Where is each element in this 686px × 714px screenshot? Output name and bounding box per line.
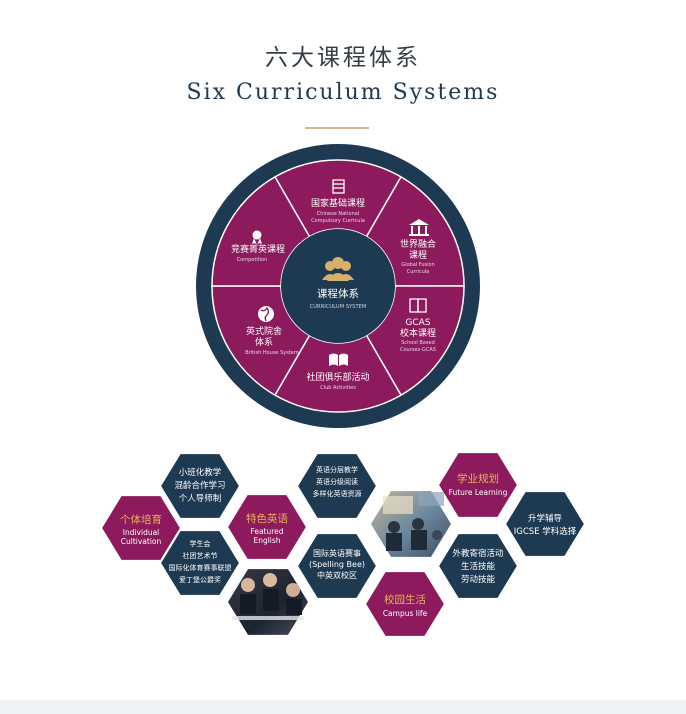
hex-english-en-1: Featured	[250, 527, 283, 536]
segment-global-title-1: 世界融合	[400, 238, 436, 250]
segment-house-title-2: 体系	[255, 336, 273, 348]
segment-gcas-sub-2: Courses-GCAS	[400, 347, 436, 353]
hub-subtitle: CURRICULUM SYSTEM	[310, 304, 367, 310]
hex-academic-right	[503, 490, 587, 558]
medal-icon	[252, 230, 262, 245]
segment-house-sub: British House System	[245, 350, 299, 356]
segment-competition-title: 竞赛菁英课程	[231, 243, 285, 255]
hex-academic-right-line-1: 升学辅导	[528, 513, 563, 524]
hex-academic-title: 学业规划	[457, 472, 499, 485]
hex-english-top-line-1: 英语分层教学	[316, 465, 358, 474]
hex-campus-right-line-3: 劳动技能	[461, 574, 496, 585]
hex-english-bottom-line-3: 中英双校区	[317, 570, 357, 580]
hex-english-bottom	[295, 532, 379, 600]
hex-academic-right-line-2: IGCSE 学科选择	[514, 526, 577, 537]
books-icon	[332, 179, 345, 194]
hex-academic	[436, 451, 520, 519]
hex-campus-title: 校园生活	[384, 593, 426, 606]
segment-national-title: 国家基础课程	[311, 197, 365, 209]
open-book-icon	[329, 353, 348, 366]
hub-title: 课程体系	[317, 288, 359, 300]
segment-gcas-title-2: 校本课程	[400, 327, 436, 339]
hex-individual-bottom-line-2: 社团艺术节	[183, 551, 218, 560]
curriculum-wheel: 课程体系 CURRICULUM SYSTEM	[196, 144, 480, 428]
hex-campus-right-line-1: 外教寄宿活动	[452, 548, 504, 559]
hex-individual-bottom	[158, 529, 242, 597]
page-title-chinese: 六大课程体系	[265, 45, 421, 71]
footer-band	[0, 700, 686, 714]
globe-icon	[258, 306, 274, 322]
hex-english-bottom-line-1: 国际英语赛事	[313, 548, 361, 558]
institution-icon	[409, 219, 429, 236]
segment-club-sub: Club Activities	[320, 385, 356, 391]
segment-gcas-sub-1: School Based	[401, 340, 435, 346]
photo-classroom	[371, 491, 451, 557]
hex-campus-en: Campus life	[383, 609, 428, 618]
hex-english-title: 特色英语	[246, 512, 288, 525]
hex-english-bottom-line-2: (Spelling Bee)	[309, 560, 365, 569]
hex-academic-en: Future Learning	[449, 488, 508, 497]
segment-national-sub-2: Compulsory Curricula	[311, 218, 365, 224]
hex-english	[225, 493, 309, 561]
wheel-hub	[281, 229, 395, 343]
segment-national-sub-1: Chinese National	[317, 211, 359, 217]
people-group-icon	[322, 257, 354, 281]
segment-house-title-1: 英式院舍	[246, 325, 282, 337]
hex-individual-top	[158, 452, 242, 520]
segment-global-sub-2: Curricula	[407, 269, 429, 275]
hex-individual-top-line-2: 混龄合作学习	[174, 480, 225, 491]
hex-english-top	[295, 452, 379, 520]
hex-english-top-line-2: 英语分级阅读	[316, 477, 358, 486]
page-title-english: Six Curriculum Systems	[186, 80, 500, 105]
photo-students-piano	[228, 569, 308, 635]
hex-individual-en-1: Individual	[123, 528, 160, 537]
segment-global-sub-1: Global Fusion	[401, 262, 435, 268]
segment-club-title: 社团俱乐部活动	[306, 371, 369, 383]
hex-campus	[363, 570, 447, 638]
hex-individual-top-line-1: 小班化教学	[179, 467, 222, 478]
hex-english-top-line-3: 多样化英语资源	[313, 489, 362, 498]
hex-individual-bottom-line-1: 学生会	[190, 539, 211, 548]
hex-english-en-2: English	[253, 536, 280, 545]
hex-individual-bottom-line-4: 爱丁堡公爵奖	[179, 575, 221, 584]
book-icon	[409, 298, 427, 313]
wheel-segments	[211, 159, 465, 413]
segment-global-title-2: 课程	[409, 250, 427, 261]
hexagon-cluster	[99, 451, 587, 638]
hex-individual-top-line-3: 个人导师制	[179, 493, 222, 504]
hex-individual-bottom-line-3: 国际化体育赛事联盟	[169, 563, 232, 572]
hex-campus-right	[436, 532, 520, 600]
hex-individual-en-2: Cultivation	[121, 537, 162, 546]
hex-individual-title: 个体培育	[120, 513, 162, 526]
hex-campus-right-line-2: 生活技能	[461, 561, 496, 572]
title-divider	[305, 127, 369, 129]
segment-competition-sub: Competition	[237, 257, 268, 263]
segment-gcas-title-1: GCAS	[405, 318, 430, 328]
